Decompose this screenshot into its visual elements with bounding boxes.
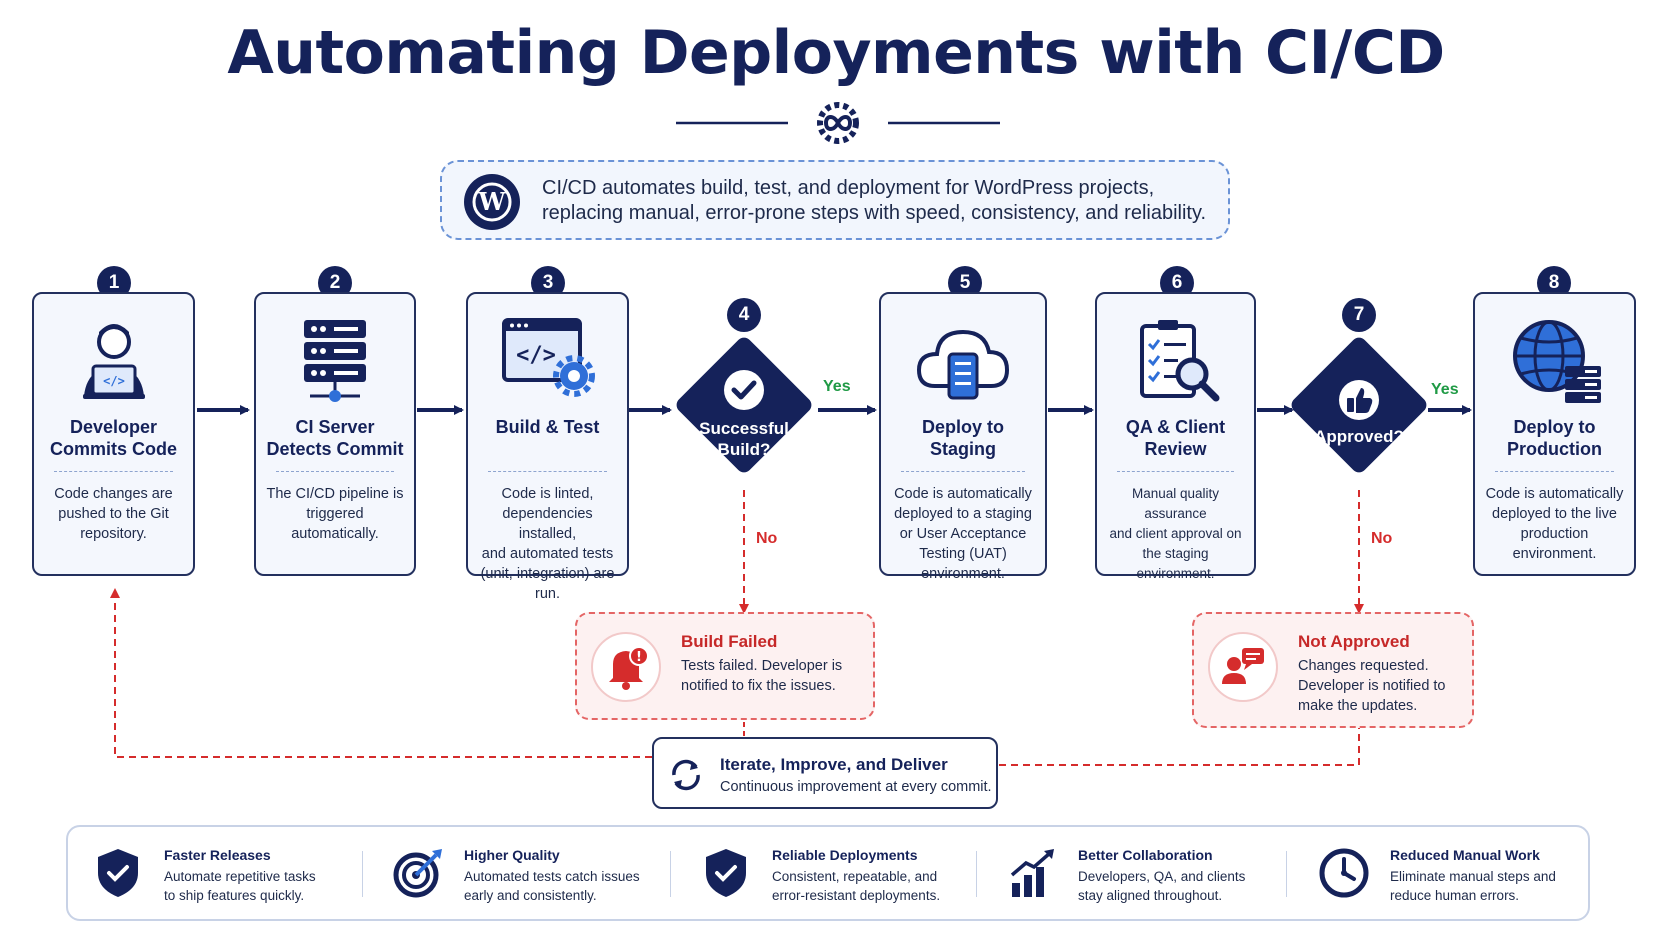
- svg-text:</>: </>: [103, 374, 125, 388]
- benefit-title: Higher Quality: [464, 847, 560, 863]
- step-description: Code changes are pushed to the Git repos…: [54, 486, 173, 542]
- benefit-title: Reliable Deployments: [772, 847, 918, 863]
- refresh-icon: [666, 755, 706, 795]
- loop-back-to-start: [110, 588, 652, 758]
- no-label-build: No: [756, 530, 778, 547]
- intro-line-1: CI/CD automates build, test, and deploym…: [542, 177, 1155, 199]
- check-icon: [720, 366, 768, 414]
- thumbs-up-icon: [1335, 376, 1383, 424]
- step-number-7: 7: [1342, 298, 1376, 332]
- benefit-title: Reduced Manual Work: [1390, 847, 1540, 863]
- shield-check-icon: [698, 845, 754, 901]
- step-title: Deploy to Production: [1507, 417, 1602, 459]
- developer-laptop-icon: </>: [34, 316, 193, 406]
- build-failed-desc: Tests failed. Developer is notified to f…: [681, 658, 843, 694]
- step-card-deploy-staging: Deploy to Staging Code is automatically …: [879, 292, 1047, 582]
- checklist-magnifier-icon: [1097, 316, 1254, 406]
- page-title: Automating Deployments with CI/CD: [227, 18, 1445, 88]
- benefit-title: Better Collaboration: [1078, 847, 1213, 863]
- benefits-bar: Faster Releases Automate repetitive task…: [66, 825, 1590, 921]
- user-feedback-icon: [1208, 632, 1278, 702]
- svg-text:</>: </>: [516, 343, 556, 368]
- step-title: Developer Commits Code: [49, 417, 177, 459]
- cloud-server-icon: [881, 316, 1045, 406]
- benefit-desc: Automated tests catch issues early and c…: [464, 869, 640, 903]
- code-gear-icon: </>: [468, 316, 627, 406]
- benefit-desc: Developers, QA, and clients stay aligned…: [1078, 869, 1246, 903]
- no-label-approved: No: [1371, 530, 1393, 547]
- step-description: Code is automatically deployed to a stag…: [894, 486, 1032, 582]
- not-approved-box: Not Approved Changes requested. Develope…: [1192, 612, 1474, 728]
- benefit-title: Faster Releases: [164, 847, 271, 863]
- benefit-faster-releases: Faster Releases Automate repetitive task…: [68, 827, 358, 919]
- globe-server-icon: [1475, 316, 1634, 406]
- decision-label-build: Successful Build?: [699, 419, 789, 459]
- step-title: Deploy to Staging: [921, 417, 1004, 459]
- step-card-developer-commits: </> Developer Commits Code Code changes …: [32, 292, 195, 576]
- benefit-reduced-manual-work: Reduced Manual Work Eliminate manual ste…: [1294, 827, 1584, 919]
- step-title: Build & Test: [495, 417, 600, 437]
- wordpress-icon: W: [464, 174, 520, 230]
- benefit-desc: Consistent, repeatable, and error-resist…: [772, 869, 941, 903]
- benefit-better-collaboration: Better Collaboration Developers, QA, and…: [982, 827, 1282, 919]
- build-failed-title: Build Failed: [681, 632, 778, 651]
- step-title: QA & Client Review: [1125, 417, 1226, 459]
- intro-banner: W CI/CD automates build, test, and deplo…: [440, 160, 1230, 240]
- step-card-deploy-production: Deploy to Production Code is automatical…: [1473, 292, 1636, 576]
- step-description: Code is linted, dependencies installed, …: [480, 486, 615, 602]
- step-number-4: 4: [727, 298, 761, 332]
- svg-text:!: !: [636, 650, 642, 665]
- step-description: Manual quality assurance and client appr…: [1109, 486, 1242, 581]
- shield-check-icon: [90, 845, 146, 901]
- target-icon: [390, 845, 446, 901]
- intro-line-2: replacing manual, error-prone steps with…: [542, 202, 1207, 224]
- step-description: The CI/CD pipeline is triggered automati…: [266, 486, 404, 542]
- decision-label-approved: Approved?: [1314, 427, 1404, 446]
- infinity-icon: [817, 102, 859, 144]
- yes-label-approved: Yes: [1431, 381, 1459, 398]
- benefit-desc: Automate repetitive tasks to ship featur…: [164, 869, 316, 903]
- growth-chart-icon: [1004, 845, 1060, 901]
- step-title: CI Server Detects Commit: [266, 417, 404, 459]
- loop-approve-to-iter: [998, 722, 1360, 766]
- build-failed-box: ! Build Failed Tests failed. Developer i…: [575, 612, 875, 720]
- not-approved-desc: Changes requested. Developer is notified…: [1298, 658, 1446, 714]
- benefit-reliable-deployments: Reliable Deployments Consistent, repeata…: [676, 827, 976, 919]
- yes-label-build: Yes: [823, 378, 851, 395]
- benefit-desc: Eliminate manual steps and reduce human …: [1390, 869, 1556, 903]
- clock-icon: [1316, 845, 1372, 901]
- step-card-qa-review: QA & Client Review Manual quality assura…: [1095, 292, 1256, 581]
- step-description: Code is automatically deployed to the li…: [1485, 486, 1624, 562]
- iterate-box: Iterate, Improve, and Deliver Continuous…: [652, 737, 998, 809]
- step-card-ci-server: CI Server Detects Commit The CI/CD pipel…: [254, 292, 416, 576]
- server-icon: [256, 316, 414, 406]
- benefit-higher-quality: Higher Quality Automated tests catch iss…: [368, 827, 668, 919]
- iterate-desc: Continuous improvement at every commit.: [720, 779, 992, 795]
- iterate-title: Iterate, Improve, and Deliver: [720, 755, 948, 774]
- alert-bell-icon: !: [591, 632, 661, 702]
- svg-text:W: W: [478, 187, 507, 216]
- not-approved-title: Not Approved: [1298, 632, 1410, 651]
- step-card-build-test: </> Build & Test Code is linted, depende…: [466, 292, 629, 602]
